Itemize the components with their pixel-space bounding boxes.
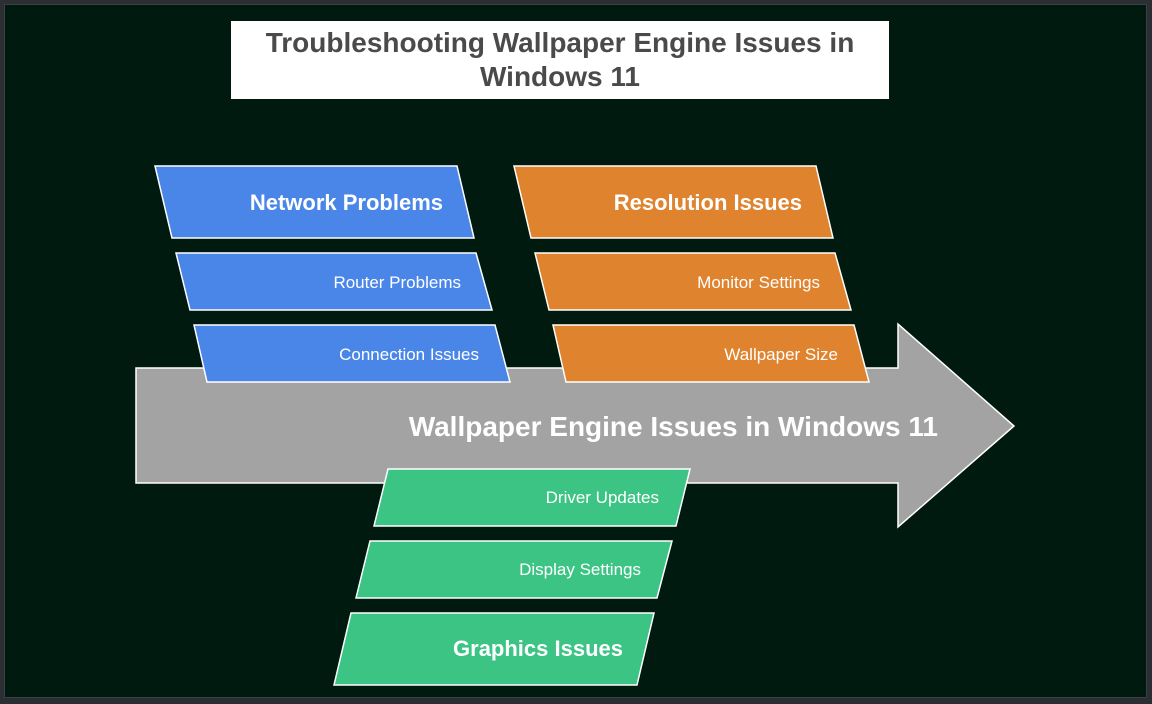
cause-connection-issues (193, 324, 511, 383)
cause-label-router-problems: Router Problems (333, 273, 461, 292)
spine-label: Wallpaper Engine Issues in Windows 11 (409, 411, 938, 442)
cause-label-display-settings: Display Settings (519, 560, 641, 579)
cause-label-monitor-settings: Monitor Settings (697, 273, 820, 292)
cause-router-problems (175, 252, 493, 311)
cause-label-wallpaper-size: Wallpaper Size (724, 345, 838, 364)
cause-label-driver-updates: Driver Updates (546, 488, 659, 507)
category-label-graphics-issues: Graphics Issues (453, 636, 623, 661)
title-box: Troubleshooting Wallpaper Engine Issues … (231, 21, 889, 99)
category-resolution-issues (513, 165, 834, 239)
cause-display-settings (355, 540, 673, 599)
diagram-title: Troubleshooting Wallpaper Engine Issues … (265, 27, 855, 92)
category-label-resolution-issues: Resolution Issues (614, 190, 802, 215)
cause-wallpaper-size (552, 324, 870, 383)
category-network-problems (154, 165, 475, 239)
category-graphics-issues (333, 612, 655, 686)
cause-monitor-settings (534, 252, 852, 311)
cause-label-connection-issues: Connection Issues (339, 345, 479, 364)
cause-driver-updates (373, 468, 691, 527)
category-label-network-problems: Network Problems (250, 190, 443, 215)
